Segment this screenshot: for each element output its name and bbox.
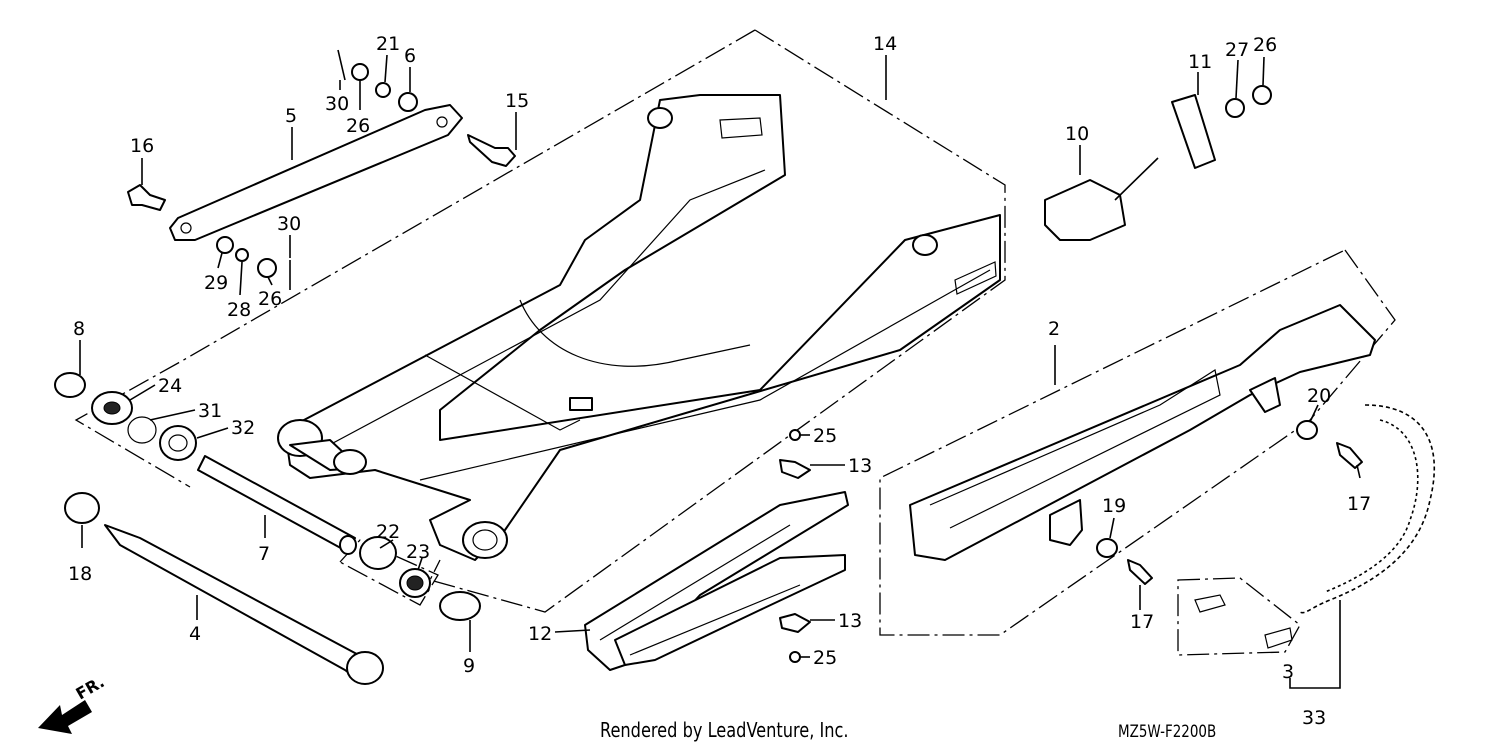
callout-label: 2	[1048, 318, 1060, 340]
diagram-code: MZ5W-F2200B	[1118, 722, 1217, 742]
callout-label: 9	[463, 655, 475, 677]
callout-label: 13	[848, 455, 872, 477]
pivot-hardware[interactable]	[54, 372, 481, 685]
callout-label: 30	[277, 213, 301, 235]
front-arrow-icon	[38, 700, 92, 734]
callout-label: 33	[1302, 707, 1326, 729]
torque-rod[interactable]	[169, 104, 463, 241]
callout-label: 14	[873, 33, 897, 55]
callout-label: 13	[838, 610, 862, 632]
swingarm[interactable]	[277, 94, 1001, 561]
callout-label: 29	[204, 272, 228, 294]
callout-label: 26	[1253, 34, 1277, 56]
callout-label: 31	[198, 400, 222, 422]
callout-label: 23	[406, 541, 430, 563]
hardware-top-left[interactable]	[127, 49, 516, 290]
callout-label: 26	[258, 288, 282, 310]
callout-label: 8	[73, 318, 85, 340]
callout-label: 20	[1307, 385, 1331, 407]
callout-label: 25	[813, 425, 837, 447]
callout-label: 22	[376, 521, 400, 543]
front-marker-label: FR.	[73, 672, 108, 703]
callout-label: 6	[404, 45, 416, 67]
chain-adjuster[interactable]	[1044, 85, 1272, 241]
callout-label: 17	[1130, 611, 1154, 633]
callout-label: 32	[231, 417, 255, 439]
credit-text: Rendered by LeadVenture, Inc.	[600, 718, 849, 742]
front-direction-marker: FR.	[38, 672, 108, 734]
callout-label: 7	[258, 543, 270, 565]
callout-label: 17	[1347, 493, 1371, 515]
callout-label: 27	[1225, 39, 1249, 61]
callout-label: 25	[813, 647, 837, 669]
callout-label: 15	[505, 90, 529, 112]
callout-label: 11	[1188, 51, 1212, 73]
callout-label: 3	[1282, 661, 1294, 683]
callout-label: 12	[528, 623, 552, 645]
callout-label: 24	[158, 375, 182, 397]
callout-label: 26	[346, 115, 370, 137]
callout-label: 10	[1065, 123, 1089, 145]
callout-label: 18	[68, 563, 92, 585]
callout-label: 19	[1102, 495, 1126, 517]
chain-case[interactable]	[909, 304, 1376, 561]
callout-numbers: 2 3 4 5 6 7 8 9 10 11 12 13 13 14 15 16 …	[68, 33, 1371, 729]
callout-label: 30	[325, 93, 349, 115]
callout-label: 5	[285, 105, 297, 127]
callout-label: 4	[189, 623, 201, 645]
drive-chain[interactable]	[1194, 404, 1435, 649]
chain-slider[interactable]	[584, 491, 849, 671]
leader-lines	[79, 54, 1361, 689]
callout-label: 28	[227, 299, 251, 321]
callout-label: 16	[130, 135, 154, 157]
callout-label: 21	[376, 33, 400, 55]
